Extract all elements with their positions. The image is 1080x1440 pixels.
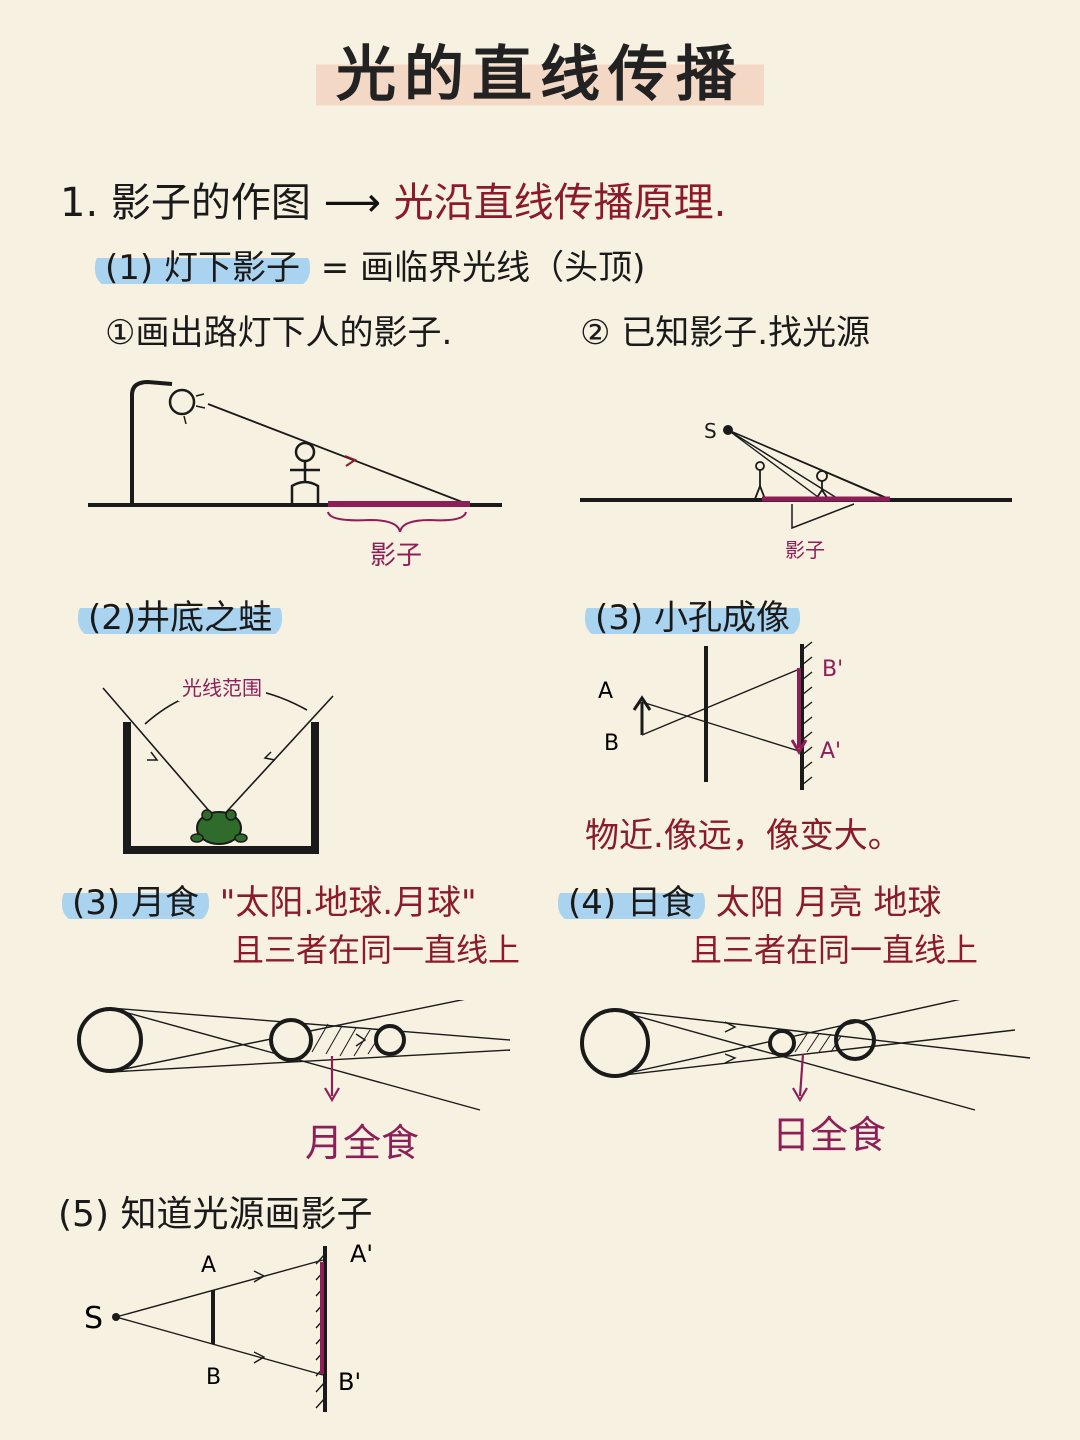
section-heading-text: 1. 影子的作图 (60, 180, 311, 226)
solar-pointer (798, 1053, 805, 1097)
solar-moon-icon (768, 1029, 796, 1057)
shadow-pointer (791, 503, 855, 530)
point-a-label: A (201, 1253, 216, 1278)
person-icon (290, 441, 320, 504)
small-person-2 (815, 470, 829, 500)
solar-arrow-b (724, 1053, 737, 1064)
point-s-label: S (84, 1301, 103, 1336)
sun-icon (77, 1007, 143, 1073)
find-source-diagram: S (580, 419, 1012, 530)
part6-heading: (5) 知道光源画影子 (58, 1194, 373, 1235)
solar-ray-1 (614, 1009, 1031, 1059)
pinhole-label-b-img: B' (822, 657, 843, 682)
section-principle: 光沿直线传播原理. (393, 180, 727, 226)
ray-arrow-left (147, 751, 159, 761)
ray-arrow-right (263, 751, 276, 761)
source-s-label: S (704, 419, 717, 443)
solar-ray-4 (614, 1000, 961, 1077)
solar-umbra-hatch (794, 1033, 842, 1053)
source-shadow-diagram: S A B A' B' (84, 1240, 373, 1412)
lunar-ray-1 (109, 1007, 511, 1041)
lunar-order-line1: "太阳.地球.月球" (219, 883, 477, 923)
ray-4 (727, 429, 893, 501)
part5-heading: (4) 日食 太阳 月亮 地球 (558, 875, 941, 924)
page-title: 光的直线传播 (316, 22, 764, 117)
well-ray-right (218, 695, 334, 821)
ray-3 (727, 429, 841, 501)
solar-ray-3 (614, 1009, 976, 1111)
pinhole-label-a: A (598, 679, 613, 704)
moon-icon (374, 1024, 406, 1056)
pinhole-label-a-img: A' (820, 739, 841, 764)
range-label: 光线范围 (178, 672, 266, 701)
object-arrow-head (632, 695, 652, 711)
shadow-label-2: 影子 (785, 538, 825, 562)
part5-label: (4) 日食 (558, 883, 705, 923)
shadow-brace (327, 511, 467, 533)
ray-2 (727, 429, 823, 501)
upper-ray (115, 1259, 324, 1318)
lower-ray (115, 1316, 324, 1376)
part1-eq: = (320, 248, 350, 288)
upper-ray-arrow (253, 1270, 266, 1283)
part1-desc: 画临界光线（头顶) (360, 248, 646, 288)
lower-ray-arrow (253, 1351, 266, 1364)
well-ray-left (102, 687, 218, 821)
lunar-eclipse-diagram (77, 1000, 511, 1111)
part1-label: (1) 灯下影子 (95, 248, 310, 288)
solar-pointer-head (792, 1087, 808, 1103)
lunar-pointer-head (324, 1087, 340, 1103)
solar-sun-icon (580, 1008, 650, 1078)
lamp-post (130, 379, 173, 505)
point-b-img-label: B' (338, 1368, 361, 1396)
right-arrow-icon: ⟶ (323, 180, 381, 226)
part1-item2: ② 已知影子.找光源 (580, 313, 871, 353)
solar-result: 日全食 (772, 1113, 887, 1157)
part3-heading: (3) 小孔成像 (585, 590, 800, 639)
image-arrow-head (790, 739, 808, 755)
point-a-img-label: A' (350, 1240, 373, 1268)
solar-eclipse-diagram (580, 1000, 1031, 1111)
lunar-order-line2: 且三者在同一直线上 (232, 931, 521, 969)
light-ray (207, 403, 471, 506)
lunar-arrow-a (355, 1033, 367, 1047)
part2-heading: (2)井底之蛙 (78, 590, 283, 639)
solar-order-line1: 太阳 月亮 地球 (715, 883, 942, 923)
solar-ray-2 (614, 1029, 1016, 1077)
pinhole-ray-2 (641, 667, 803, 736)
earth-icon (269, 1018, 313, 1062)
part1-item1: ①画出路灯下人的影子. (105, 313, 453, 353)
part1-heading: (1) 灯下影子 = 画临界光线（头顶) (95, 240, 645, 289)
frog-icon (190, 809, 248, 845)
page-title-wrap: 光的直线传播 (0, 22, 1080, 117)
part4-label: (3) 月食 (62, 883, 209, 923)
part4-heading: (3) 月食 "太阳.地球.月球" (62, 875, 477, 924)
part2-label: (2)井底之蛙 (78, 598, 283, 638)
pinhole-ray-1 (641, 701, 803, 753)
ray-direction-arrow (344, 455, 358, 467)
lamp-icon (168, 388, 206, 425)
small-person-1 (754, 461, 766, 500)
section-heading: 1. 影子的作图 ⟶ 光沿直线传播原理. (60, 170, 726, 228)
well-walls (123, 722, 319, 854)
solar-earth-icon (834, 1019, 876, 1061)
point-b-label: B (206, 1365, 221, 1390)
lunar-ray-2 (109, 1049, 511, 1073)
streetlamp-diagram (88, 379, 502, 533)
pinhole-label-b: B (604, 731, 619, 756)
solar-arrow-a (724, 1021, 737, 1033)
solar-order-line2: 且三者在同一直线上 (690, 931, 979, 969)
lunar-result: 月全食 (305, 1121, 420, 1165)
part3-label: (3) 小孔成像 (585, 598, 800, 638)
shadow-label-1: 影子 (370, 541, 423, 571)
pinhole-diagram: A B B' A' (598, 641, 843, 790)
pinhole-rule: 物近.像远，像变大。 (585, 816, 902, 856)
frog-well-diagram (102, 687, 334, 854)
screen-hatch (801, 641, 813, 786)
